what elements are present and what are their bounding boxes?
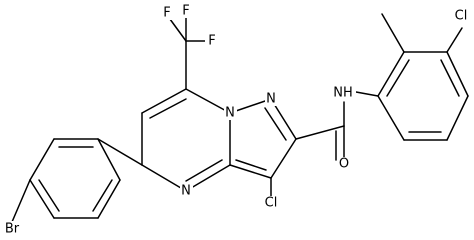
- bond-c2-carbonyl: [295, 125, 345, 140]
- bond-ar2-c4-c5: [446, 95, 469, 141]
- bond-ar1-c5-c6-double: [92, 179, 113, 212]
- bond-c2-c3: [270, 138, 297, 179]
- bond-c6-c7-double: [149, 98, 187, 119]
- bond-c3-c3a-double: [235, 159, 267, 171]
- bond-n4-c5: [141, 164, 187, 192]
- bond-nh-aryl: [355, 91, 379, 97]
- atom-f3: F: [208, 34, 215, 49]
- bond-ar2-methyl: [381, 13, 405, 53]
- atom-labels: F F F Cl Cl Br N N N NH O: [0, 4, 471, 237]
- bond-ar2-c1-c2-double: [386, 59, 410, 97]
- bond-c7-n8: [185, 88, 231, 114]
- bond-ar1-c2-c3: [29, 138, 55, 181]
- atom-n-pyrazole: N: [266, 92, 276, 107]
- bond-ar2-c3-c4-double: [440, 59, 460, 97]
- bond-ar1-c6-c1: [97, 138, 121, 181]
- bond-ar2-cl: [446, 27, 463, 53]
- bond-c6-c7: [141, 88, 187, 114]
- atom-n-bridgehead: N: [225, 106, 235, 121]
- bond-n1-c2-double: [264, 107, 287, 141]
- bond-c5-ar1: [97, 138, 143, 166]
- atom-cl-aryl: Cl: [455, 9, 468, 24]
- bond-ar1-c3-c4-double: [38, 179, 60, 212]
- bond-ar2-c3-c4: [446, 51, 469, 97]
- atom-cl-pyrazole: Cl: [265, 196, 278, 211]
- atom-f1: F: [163, 6, 170, 21]
- atom-f2: F: [182, 4, 189, 19]
- bond-c3a-n4-double: [185, 159, 223, 182]
- bond-ar1-c3-c4: [29, 179, 55, 219]
- bond-c3a-n4: [185, 164, 231, 192]
- bond-ar2-c6-c1: [377, 95, 405, 141]
- bond-c3-c3a: [229, 164, 272, 179]
- bond-ar1-c5-c6: [97, 179, 121, 219]
- atom-nh-amide: NH: [333, 86, 353, 101]
- bond-ar2-c1-c2: [377, 51, 405, 97]
- bonds: [11, 10, 469, 223]
- atom-br: Br: [5, 222, 20, 237]
- atom-n-pyrimidine: N: [181, 184, 191, 199]
- bond-ar1-br: [11, 179, 31, 223]
- atom-o-carbonyl: O: [339, 157, 349, 172]
